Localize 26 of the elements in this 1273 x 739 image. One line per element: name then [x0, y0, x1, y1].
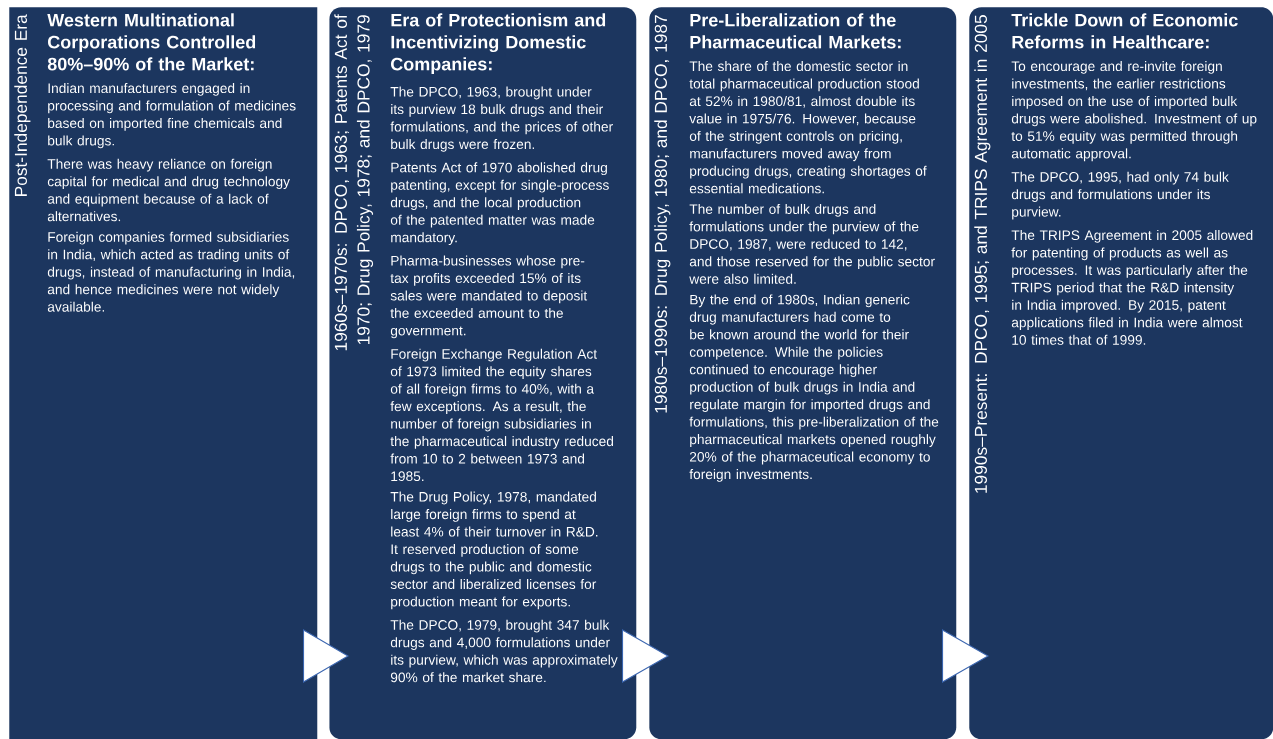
arrow: [942, 629, 990, 683]
paragraph: Foreign companies formed subsidiaries in India, which acted as trading units of drugs, instead of manufacturing in India, and hence medicines were not widely available.: [47, 231, 295, 312]
panel-heading: Trickle Down of Economic Reforms in Healthcare:: [1011, 13, 1238, 49]
paragraph: There was heavy reliance on foreign capital for medical and drug technology and equipment because of a lack of alternatives.: [47, 158, 290, 222]
paragraph: Foreign Exchange Regulation Act of 1973 limited the equity shares of all foreign firms to 40%, with a few exceptions. As a result, the number of foreign subsidiaries in the pharmaceutical industry reduced from 10 to 2 between 1973 and 1985.: [390, 348, 613, 482]
era-label: Post-Independence Era: [14, 14, 31, 196]
paragraph: To encourage and re-invite foreign investments, the earlier restrictions imposed on the use of imported bulk drugs were abolished. Investment of up to 51% equity was permitted through automatic approval.: [1011, 61, 1257, 162]
paragraph: The DPCO, 1995, had only 74 bulk drugs and formulations under its purview.: [1011, 171, 1229, 220]
paragraph: The TRIPS Agreement in 2005 allowed for patenting of products as well as processes. It was particularly after the TRIPS period that the R&D intensity in India improved. By 2015, patent applications filed in India were almost 10 times that of 1999.: [1011, 229, 1253, 345]
era-label: 1980s–1990s: Drug Policy, 1980; and DPCO, 1987: [654, 15, 671, 413]
paragraph: The number of bulk drugs and formulations under the purview of the DPCO, 1987, were reduced to 142, and those reserved for the public sector were also limited.: [689, 203, 935, 284]
era-label: 1960s–1970s: DPCO, 1963; Patents Act of 1970; Drug Policy, 1978; and DPCO, 1979: [334, 14, 374, 351]
panel-heading: Pre-Liberalization of the Pharmaceutical Markets:: [690, 13, 901, 49]
paragraph: The Drug Policy, 1978, mandated large foreign firms to spend at least 4% of their turnover in R&D. It reserved production of some drugs to the public and domestic sector and liberalized licenses for production meant for exports.: [390, 491, 598, 610]
paragraph: Pharma-businesses whose pre-tax profits exceeded 15% of its sales were mandated to deposit the exceeded amount to the government.: [390, 255, 588, 339]
era-label: 1990s–Present: DPCO, 1995; and TRIPS Agreement in 2005: [974, 15, 991, 493]
arrow: [622, 629, 670, 683]
paragraph: The DPCO, 1979, brought 347 bulk drugs and 4,000 formulations under its purview, which was approximately 90% of the market share.: [390, 619, 618, 683]
paragraph: Patents Act of 1970 abolished drug patenting, except for single-process drugs, and the local production of the patented matter was made mandatory.: [390, 162, 609, 245]
panel-heading: Western Multinational Corporations Controlled 80%–90% of the Market:: [47, 13, 256, 71]
paragraph: By the end of 1980s, Indian generic drug manufacturers had come to be known around the world for their competence. While the policies continued to encourage higher production of bulk drugs in India and regulate margin for imported drugs and formulations, this pre-liberalization of the pharmaceutical markets opened roughly 20% of the pharmaceutical economy to foreign investments.: [689, 294, 939, 482]
paragraph: Indian manufacturers engaged in processing and formulation of medicines based on imported fine chemicals and bulk drugs.: [48, 83, 296, 149]
paragraph: The share of the domestic sector in total pharmaceutical production stood at 52% in 1980/81, almost double its value in 1975/76. However, because of the stringent controls on pricing, manufacturers moved away from producing drugs, creating shortages of essential medications.: [689, 61, 927, 194]
panel-heading: Era of Protectionism and Incentivizing Domestic Companies:: [391, 13, 606, 75]
paragraph: The DPCO, 1963, brought under its purview 18 bulk drugs and their formulations, and the prices of other bulk drugs were frozen.: [390, 86, 613, 152]
arrow: [303, 629, 350, 683]
